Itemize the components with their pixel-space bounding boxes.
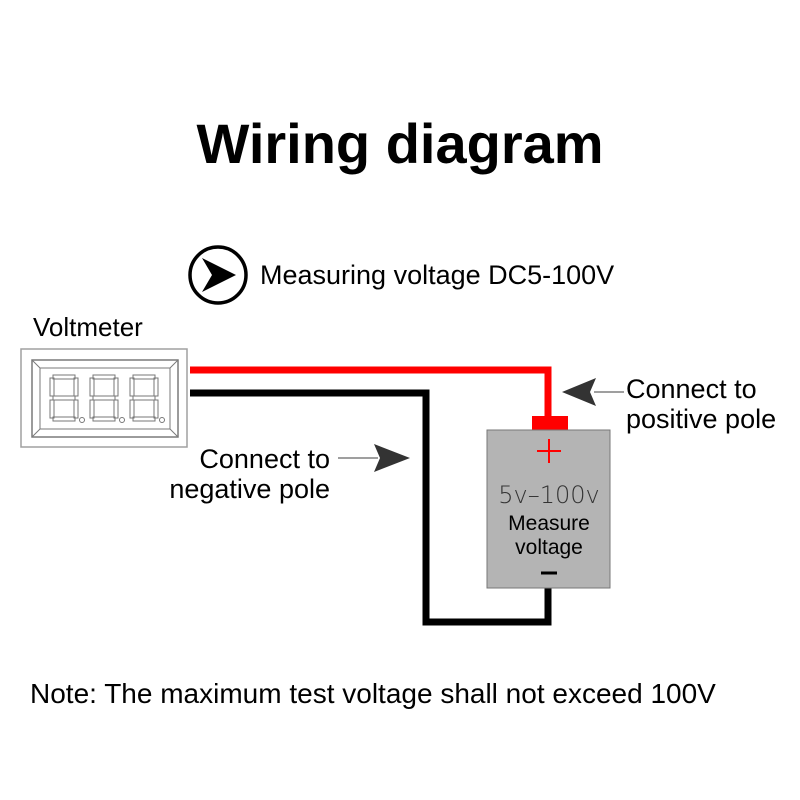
negative-pointer-arrow	[338, 444, 410, 472]
segment	[52, 416, 76, 422]
segment	[52, 374, 76, 380]
voltmeter-device	[20, 348, 188, 448]
voltage-source	[486, 429, 611, 589]
segment	[92, 416, 116, 422]
segment	[89, 399, 95, 419]
measure-line-1: Measure	[508, 512, 590, 535]
measure-line-2: voltage	[515, 536, 583, 559]
max-voltage-note: Note: The maximum test voltage shall not…	[30, 678, 716, 709]
display-digit	[89, 374, 125, 423]
segment	[132, 416, 156, 422]
segment	[52, 395, 76, 401]
source-measure-text: Measure voltage	[487, 512, 611, 560]
segment	[73, 399, 79, 419]
segment	[92, 395, 116, 401]
segment	[113, 399, 119, 419]
segment	[92, 374, 116, 380]
segment	[129, 399, 135, 419]
segment	[132, 374, 156, 380]
decimal-point	[119, 417, 125, 423]
measuring-range-text: Measuring voltage DC5-100V	[260, 260, 615, 290]
positive-pole-label: Connect to positive pole	[626, 374, 776, 434]
segment	[153, 399, 159, 419]
positive-label-line-1: Connect to	[626, 374, 757, 404]
segment	[129, 377, 135, 397]
segment	[49, 399, 55, 419]
segment	[89, 377, 95, 397]
decimal-point	[159, 417, 165, 423]
negative-wire	[190, 389, 552, 626]
segment	[73, 377, 79, 397]
positive-label-line-2: positive pole	[626, 404, 777, 434]
negative-label-line-2: negative pole	[169, 474, 330, 504]
display-digit	[129, 374, 165, 423]
positive-wire	[190, 366, 568, 430]
display-digit	[49, 374, 85, 423]
positive-pointer-arrow	[562, 378, 624, 406]
page-title: Wiring diagram	[196, 112, 604, 175]
negative-label-line-1: Connect to	[199, 444, 330, 474]
voltmeter-label: Voltmeter	[33, 312, 143, 342]
seven-segment-display	[49, 374, 165, 423]
negative-pole-label: Connect to negative pole	[150, 444, 330, 504]
segment	[113, 377, 119, 397]
source-range-text: 5v–100v	[498, 481, 600, 509]
segment	[132, 395, 156, 401]
decimal-point	[79, 417, 85, 423]
segment	[153, 377, 159, 397]
play-arrow-circle-icon	[188, 245, 248, 305]
segment	[49, 377, 55, 397]
